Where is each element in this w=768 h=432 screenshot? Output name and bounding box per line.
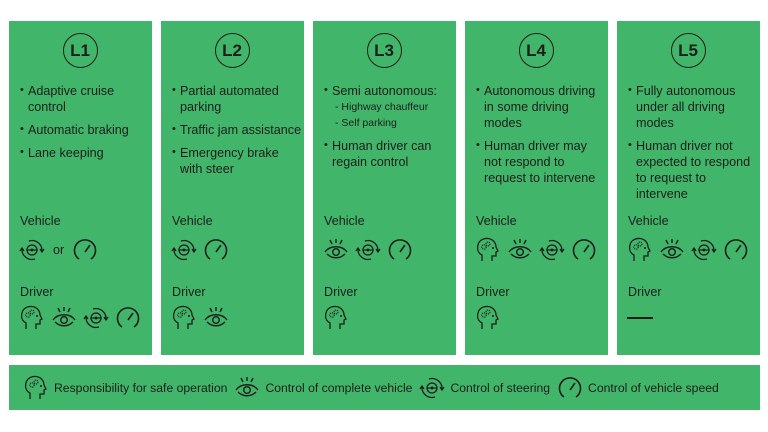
speedometer-icon <box>203 237 229 263</box>
vehicle-icons <box>171 237 229 263</box>
steering-wheel-icon <box>539 237 565 263</box>
head-gears-icon <box>171 305 197 331</box>
legend-label: Responsibility for safe operation <box>54 380 228 395</box>
steering-wheel-icon <box>83 305 109 331</box>
feature-list: Autonomous driving in some driving modes… <box>476 82 606 193</box>
feature-list: Partial automated parkingTraffic jam ass… <box>172 82 302 184</box>
speedometer-icon <box>557 375 583 401</box>
vehicle-icons: or <box>19 237 98 263</box>
vehicle-label: Vehicle <box>324 214 365 228</box>
level-badge: L2 <box>214 33 250 68</box>
steering-wheel-icon <box>19 237 45 263</box>
feature-text: Semi autonomous: <box>332 84 438 98</box>
vehicle-icons <box>627 237 749 263</box>
head-gears-icon <box>323 305 349 331</box>
none-dash <box>627 317 653 319</box>
legend: Responsibility for safe operation Control… <box>9 365 760 410</box>
level-panel-l3: L3Semi autonomous: - Highway chauffeur - S… <box>313 21 456 355</box>
vehicle-label: Vehicle <box>628 214 669 228</box>
head-gears-icon <box>23 375 49 401</box>
feature-item: Partial automated parking <box>172 82 302 115</box>
vehicle-label: Vehicle <box>20 214 61 228</box>
feature-text: Traffic jam assistance <box>180 123 302 137</box>
driver-label: Driver <box>628 285 662 299</box>
vehicle-label: Vehicle <box>172 214 213 228</box>
legend-item-eye: Control of complete vehicle <box>234 375 412 401</box>
feature-text: Lane keeping <box>28 146 104 160</box>
feature-item: Traffic jam assistance <box>172 121 302 138</box>
eye-icon <box>659 237 685 263</box>
legend-label: Control of vehicle speed <box>588 380 719 395</box>
head-gears-icon <box>627 237 653 263</box>
feature-text: Partial automated parking <box>180 84 279 114</box>
driver-label: Driver <box>172 285 206 299</box>
or-label: or <box>53 243 65 257</box>
speedometer-icon <box>115 305 141 331</box>
driver-icons <box>19 305 141 331</box>
legend-label: Control of steering <box>450 380 551 395</box>
feature-text: Automatic braking <box>28 123 129 137</box>
vehicle-icons <box>323 237 413 263</box>
legend-item-head: Responsibility for safe operation <box>23 375 227 401</box>
driver-icons <box>475 305 501 331</box>
level-panel-l1: L1Adaptive cruise controlAutomatic braki… <box>9 21 152 355</box>
legend-item-steering: Control of steering <box>419 375 550 401</box>
legend-item-speed: Control of vehicle speed <box>557 375 719 401</box>
feature-item: Human driver can regain control <box>324 137 454 170</box>
feature-text: Human driver can regain control <box>332 139 432 169</box>
level-badge: L5 <box>670 33 706 68</box>
level-badge: L1 <box>62 33 98 68</box>
feature-item: Human driver may not respond to request … <box>476 137 606 186</box>
feature-text: Adaptive cruise control <box>28 84 115 114</box>
speedometer-icon <box>571 237 597 263</box>
eye-icon <box>234 375 260 401</box>
legend-label: Control of complete vehicle <box>265 380 413 395</box>
driver-label: Driver <box>476 285 510 299</box>
vehicle-label: Vehicle <box>476 214 517 228</box>
feature-item: Autonomous driving in some driving modes <box>476 82 606 131</box>
level-badge: L3 <box>366 33 402 68</box>
feature-subitem: - Highway chauffeur <box>335 101 429 113</box>
speedometer-icon <box>387 237 413 263</box>
head-gears-icon <box>475 237 501 263</box>
driver-icons <box>627 305 653 319</box>
feature-item: Automatic braking <box>20 121 150 138</box>
feature-item: Semi autonomous: - Highway chauffeur - Sel… <box>324 82 454 131</box>
feature-list: Fully autonomous under all driving modes… <box>628 82 758 209</box>
head-gears-icon <box>475 305 501 331</box>
eye-icon <box>203 305 229 331</box>
feature-item: Emergency brake with steer <box>172 144 302 177</box>
driver-label: Driver <box>20 285 54 299</box>
eye-icon <box>323 237 349 263</box>
feature-list: Semi autonomous: - Highway chauffeur - Sel… <box>324 82 454 177</box>
feature-item: Adaptive cruise control <box>20 82 150 115</box>
feature-item: Fully autonomous under all driving modes <box>628 82 758 131</box>
feature-subitem: - Self parking <box>335 117 397 129</box>
level-panel-l4: L4Autonomous driving in some driving mod… <box>465 21 608 355</box>
steering-wheel-icon <box>691 237 717 263</box>
feature-list: Adaptive cruise controlAutomatic braking… <box>20 82 150 168</box>
vehicle-icons <box>475 237 597 263</box>
level-panel-l2: L2Partial automated parkingTraffic jam a… <box>161 21 304 355</box>
steering-wheel-icon <box>171 237 197 263</box>
eye-icon <box>51 305 77 331</box>
driver-icons <box>171 305 229 331</box>
feature-text: Fully autonomous under all driving modes <box>636 84 736 130</box>
steering-wheel-icon <box>355 237 381 263</box>
level-badge: L4 <box>518 33 554 68</box>
feature-text: Human driver not expected to respond to … <box>636 139 751 201</box>
feature-text: Human driver may not respond to request … <box>484 139 596 185</box>
level-panel-l5: L5Fully autonomous under all driving mod… <box>617 21 760 355</box>
feature-item: Lane keeping <box>20 144 150 161</box>
steering-wheel-icon <box>419 375 445 401</box>
eye-icon <box>507 237 533 263</box>
driver-label: Driver <box>324 285 358 299</box>
speedometer-icon <box>723 237 749 263</box>
head-gears-icon <box>19 305 45 331</box>
feature-text: Emergency brake with steer <box>180 146 279 176</box>
feature-text: Autonomous driving in some driving modes <box>484 84 596 130</box>
feature-item: Human driver not expected to respond to … <box>628 137 758 202</box>
speedometer-icon <box>72 237 98 263</box>
driver-icons <box>323 305 349 331</box>
